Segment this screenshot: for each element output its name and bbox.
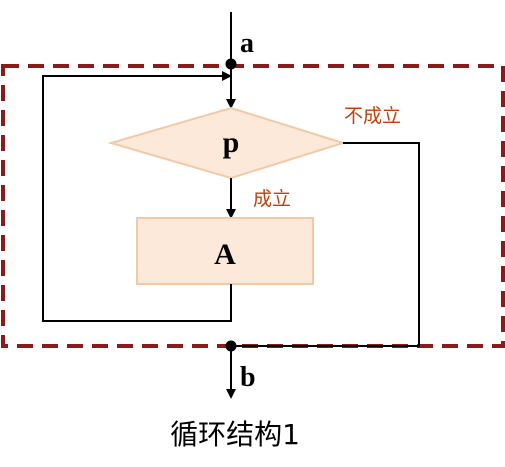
entry-label: a	[240, 28, 254, 59]
true-branch-label: 成立	[253, 188, 291, 210]
false-branch-label: 不成立	[344, 105, 401, 127]
action-box	[136, 217, 314, 285]
diagram-caption: 循环结构1	[170, 418, 300, 451]
loop-back-arrow	[42, 71, 232, 322]
condition-label: p	[223, 126, 240, 159]
exit-label: b	[240, 362, 256, 393]
action-label: A	[214, 238, 236, 271]
false-branch-line	[231, 142, 420, 347]
